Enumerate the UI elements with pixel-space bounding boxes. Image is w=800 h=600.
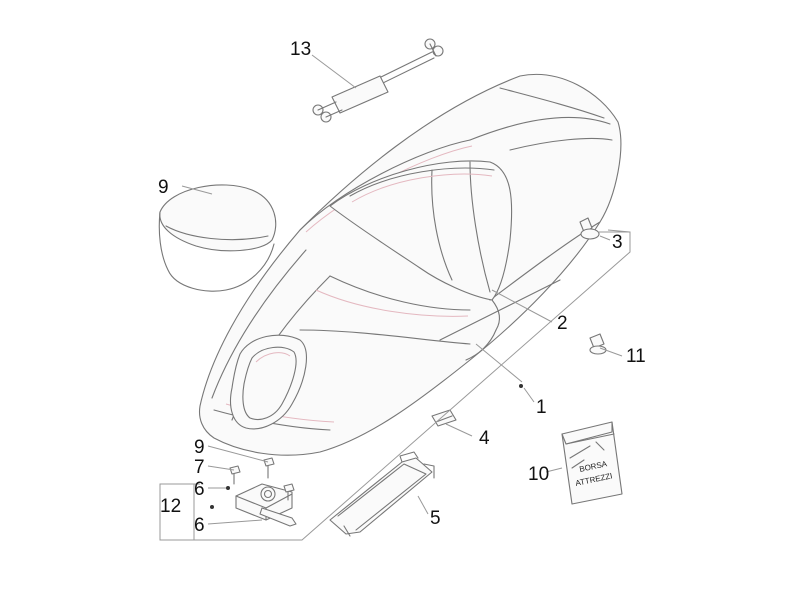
- callout-4: 4: [479, 428, 490, 449]
- seat-part: [198, 73, 622, 456]
- clip-part-4: [431, 409, 457, 427]
- callout-9: 10: [528, 464, 549, 485]
- callout-6-lower: 6: [194, 515, 205, 536]
- callout-5: 5: [430, 508, 441, 529]
- latch-bracket-part: [210, 384, 523, 527]
- group-bracket-1: [159, 229, 631, 541]
- callout-3: 3: [612, 232, 623, 253]
- fastener-part-3: [579, 217, 600, 240]
- seat-cover-part: [158, 184, 277, 292]
- gas-strut-part: [312, 38, 444, 123]
- tool-bag-part: BORSA ATTREZZI: [561, 421, 623, 505]
- callout-13: 13: [290, 39, 311, 60]
- fastener-part-11: [589, 333, 607, 355]
- callout-1: 1: [536, 397, 547, 418]
- callout-8: 9: [194, 437, 205, 458]
- callout-labels: 13 9 3 2 11 1 4 5 10 9 7 6 12 6: [158, 39, 646, 536]
- leader-lines: [181, 54, 623, 540]
- callout-2: 2: [557, 313, 568, 334]
- callout-12: 12: [160, 496, 181, 517]
- tray-part-5: [329, 451, 435, 537]
- callout-10: 9: [158, 177, 169, 198]
- callout-6-upper: 6: [194, 479, 205, 500]
- callout-7: 7: [194, 457, 205, 478]
- callout-11: 11: [626, 346, 646, 367]
